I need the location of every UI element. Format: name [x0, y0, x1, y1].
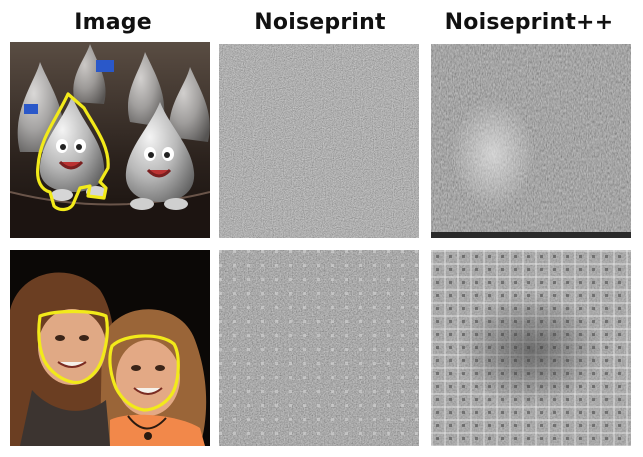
outline-row2-left	[37, 309, 109, 385]
noiseprint-pp-panel-row2	[431, 250, 631, 446]
noiseprint-panel-row1	[219, 44, 419, 238]
header-noiseprint: Noiseprint	[254, 10, 386, 35]
noiseprint-panel-row2	[219, 250, 419, 446]
header-image: Image	[74, 10, 152, 35]
image-panel-row1	[10, 42, 210, 238]
image-panel-row2	[10, 250, 210, 446]
outline-row2-right	[108, 334, 180, 412]
noiseprint-pp-panel-row1	[431, 44, 631, 238]
outline-row1	[36, 92, 110, 212]
header-noiseprint-plus-plus: Noiseprint++	[444, 10, 614, 35]
